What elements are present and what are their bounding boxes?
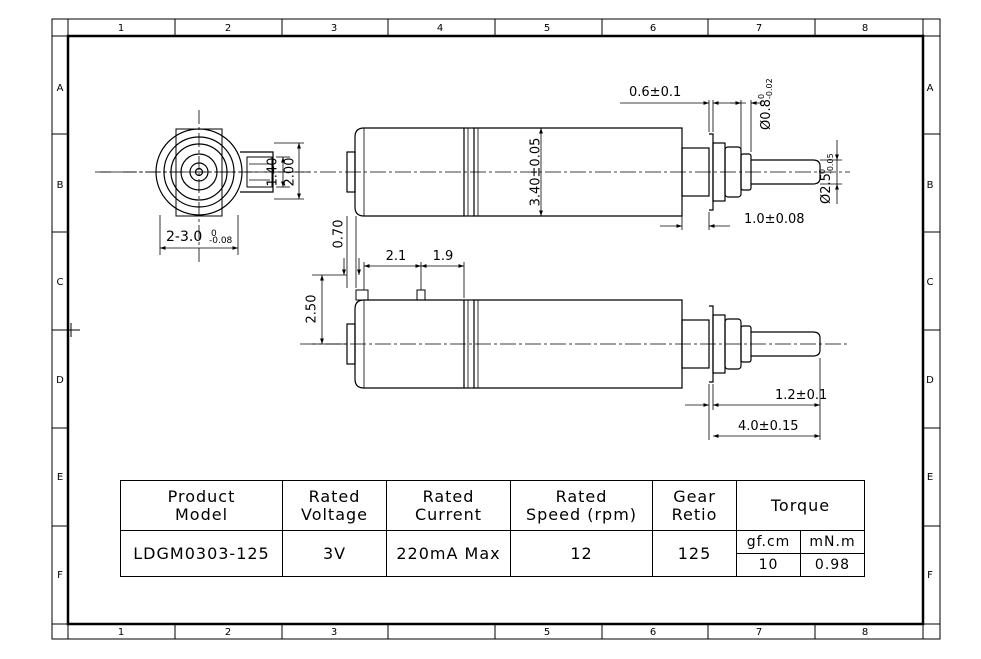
col-label: 5 [544,23,550,34]
end-view-dimensions [159,142,304,255]
dim-1-0: 1.0±0.08 [744,212,805,227]
col-label: 2 [225,23,231,34]
dim-dia08-upper: 0 [757,94,766,99]
torque-unit-gfcm: gf.cm [736,530,801,554]
cell-model: LDGM0303-125 [120,530,283,577]
cell-ratio: 125 [652,530,737,577]
bottom-side-view-dimensions [312,216,821,440]
col-label: 1 [118,627,124,638]
zone-labels: 1 2 3 4 5 6 7 8 1 2 3 5 6 7 8 A B C D E … [56,23,934,638]
col-label: 3 [331,627,337,638]
dim-0-6: 0.6±0.1 [629,85,681,100]
col-label: 1 [118,23,124,34]
dim-2-1: 2.1 [386,249,407,264]
cell-voltage: 3V [282,530,387,577]
col-label: 8 [862,23,868,34]
dim-2x3-main: 2-3.0 [166,229,202,245]
torque-unit-mnm: mN.m [800,530,865,554]
dim-dia08-lower: -0.02 [765,78,774,99]
cell-torque-mnm: 0.98 [800,553,865,577]
zone-ticks [52,19,940,639]
dim-2x3-lower: -0.08 [209,236,233,246]
row-label: B [57,180,64,191]
row-label: D [926,375,934,386]
dim-1-2: 1.2±0.1 [775,388,827,403]
row-label: C [927,277,934,288]
row-label: E [57,472,63,483]
col-label: 3 [331,23,337,34]
row-label: A [927,83,934,94]
top-side-view-dimensions [474,100,842,230]
cell-speed: 12 [510,530,653,577]
cell-current: 220mA Max [386,530,511,577]
dim-dia25-upper: 0 [818,169,827,174]
row-label: F [57,570,63,581]
dim-dia25-lower: -0.05 [826,153,835,174]
col-label: 7 [756,23,762,34]
dim-dia25-main: Ø2.5 [819,173,834,204]
dim-2-50: 2.50 [305,295,320,324]
row-label: D [56,375,64,386]
col-label: 8 [862,627,868,638]
dim-0-70: 0.70 [332,220,347,249]
end-view [100,110,310,265]
cell-torque-gfcm: 10 [736,553,801,577]
dim-4-0: 4.0±0.15 [738,419,799,434]
row-label: A [57,83,64,94]
row-label: F [927,570,933,581]
dim-2x3-upper: 0 [211,229,217,239]
header-torque: Torque [736,480,865,531]
col-label: 2 [225,627,231,638]
col-label: 4 [437,23,443,34]
bottom-side-view [300,289,850,389]
col-label: 5 [544,627,550,638]
top-side-view [95,127,850,217]
dim-3-40: 3.40±0.05 [529,138,544,207]
dim-dia08-main: Ø0.8 [759,99,774,130]
col-label: 7 [756,627,762,638]
dim-1-9: 1.9 [433,249,454,264]
col-label: 6 [650,23,656,34]
row-label: E [927,472,933,483]
row-label: B [927,180,934,191]
row-label: C [57,277,64,288]
col-label: 6 [650,627,656,638]
